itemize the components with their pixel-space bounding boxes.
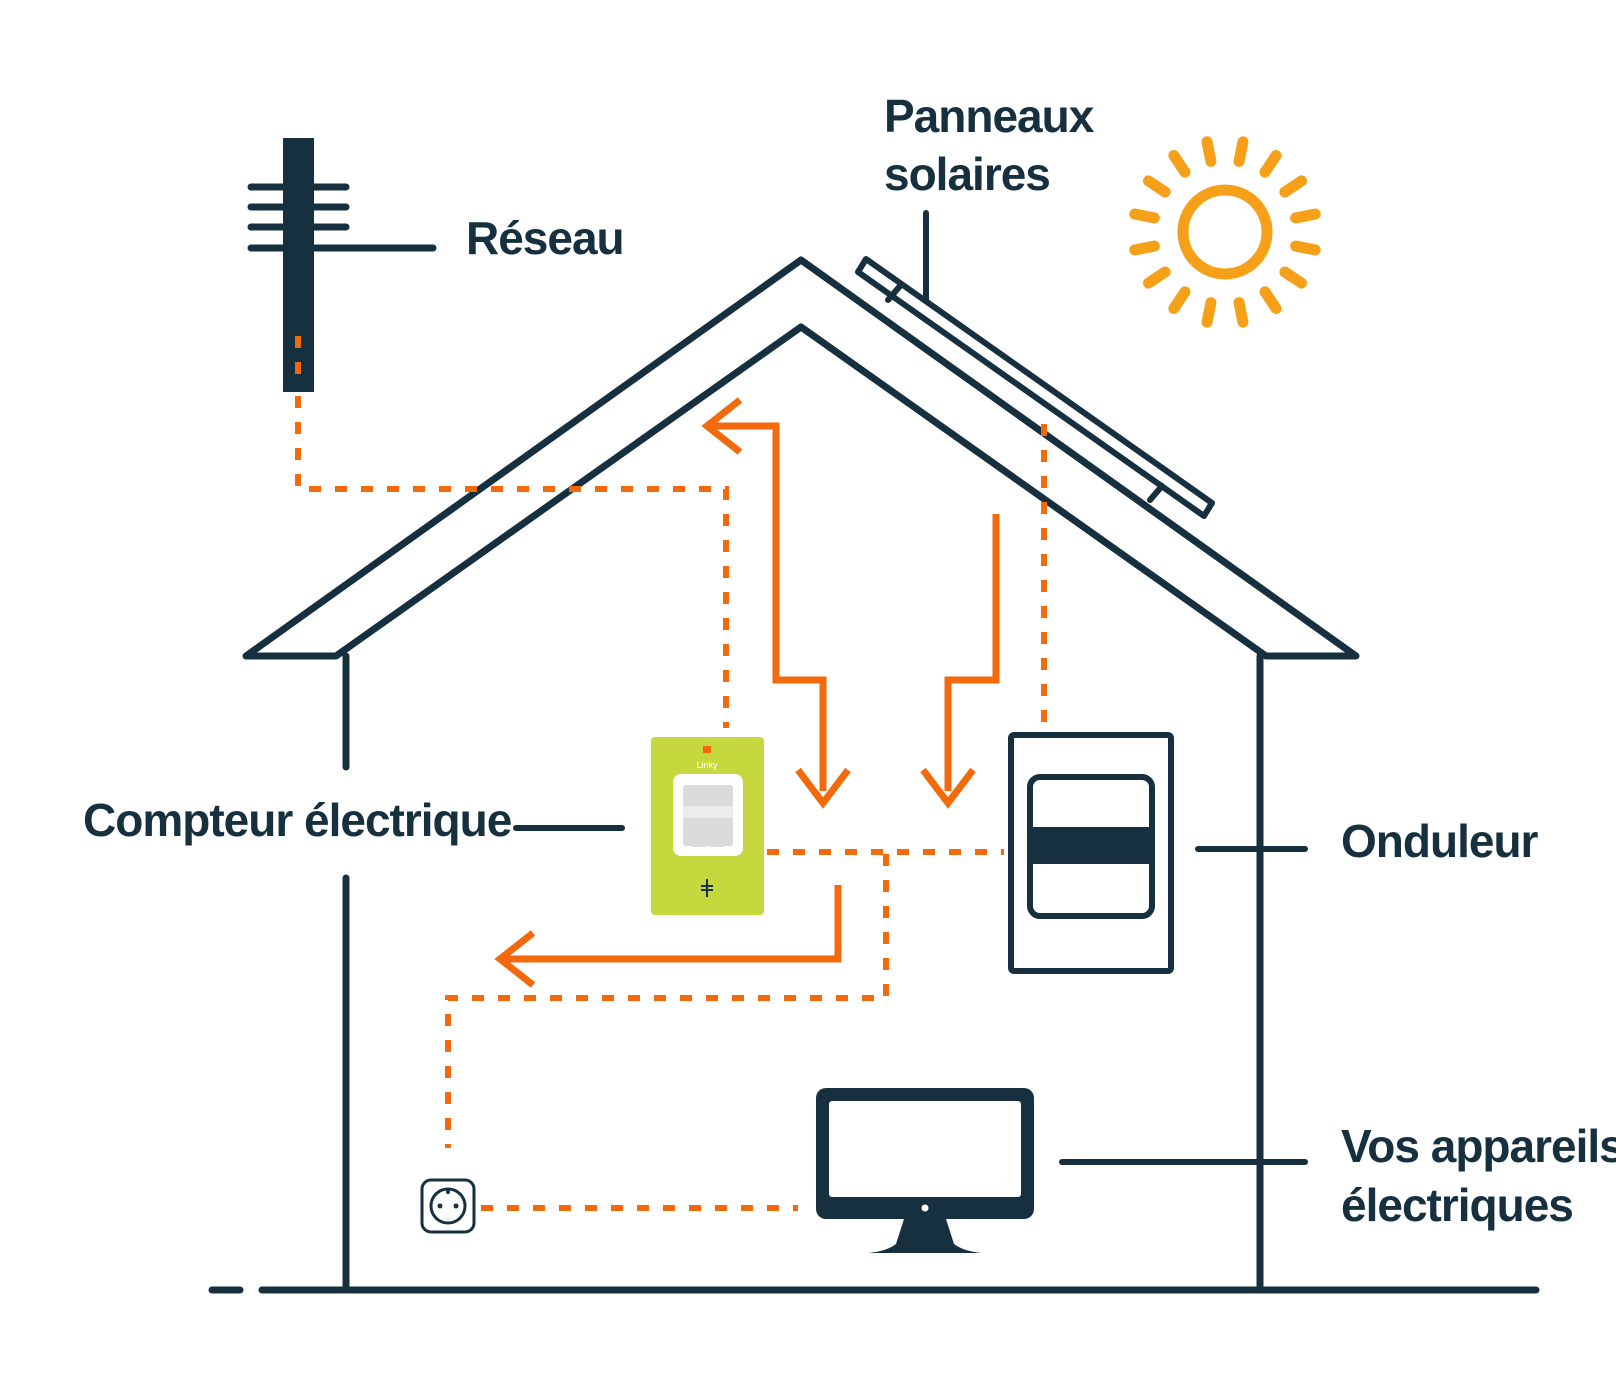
inverter-icon bbox=[1008, 732, 1174, 974]
leader-lines bbox=[513, 825, 1308, 1165]
label-appliances-line1: Vos appareils bbox=[1341, 1120, 1616, 1172]
wall-socket-icon bbox=[420, 1178, 476, 1234]
sun-ray bbox=[1279, 266, 1307, 289]
label-solar-panels-line1: Panneaux bbox=[884, 90, 1095, 142]
sun-ray bbox=[1259, 286, 1282, 314]
sun-ray bbox=[1129, 240, 1160, 256]
sun-ray bbox=[1259, 150, 1282, 178]
sun-ray bbox=[1201, 136, 1217, 167]
utility-pole-icon bbox=[247, 138, 437, 392]
monitor-icon bbox=[816, 1088, 1034, 1253]
sun-ray bbox=[1233, 136, 1249, 167]
sun-ray bbox=[1201, 297, 1217, 328]
sun-ray bbox=[1290, 208, 1321, 224]
label-meter: Compteur électrique bbox=[83, 794, 512, 846]
flow-arrows bbox=[494, 397, 1000, 988]
house-outline bbox=[242, 256, 1360, 1294]
label-solar-panels-line2: solaires bbox=[884, 148, 1050, 200]
sun-icon bbox=[1129, 136, 1321, 328]
meter-brand: Linky bbox=[696, 760, 718, 770]
sun-ray bbox=[1168, 286, 1191, 314]
solar-panel-icon bbox=[855, 210, 1215, 519]
sun-ray bbox=[1168, 150, 1191, 178]
sun-ray bbox=[1233, 297, 1249, 328]
sun-ray bbox=[1143, 175, 1171, 198]
sun-ray bbox=[1279, 175, 1307, 198]
label-inverter: Onduleur bbox=[1341, 815, 1539, 867]
label-appliances-line2: électriques bbox=[1341, 1179, 1573, 1231]
arrow-meter-to-grid bbox=[701, 397, 851, 809]
sun-ray bbox=[1290, 240, 1321, 256]
arrow-to-appliances bbox=[494, 885, 842, 988]
arrow-solar-down bbox=[920, 514, 1000, 809]
sun-ray bbox=[1129, 208, 1160, 224]
electric-meter-icon: Linky bbox=[651, 737, 764, 915]
dashed-wires bbox=[295, 396, 1047, 1211]
label-network: Réseau bbox=[466, 212, 624, 264]
sun-ray bbox=[1143, 266, 1171, 289]
